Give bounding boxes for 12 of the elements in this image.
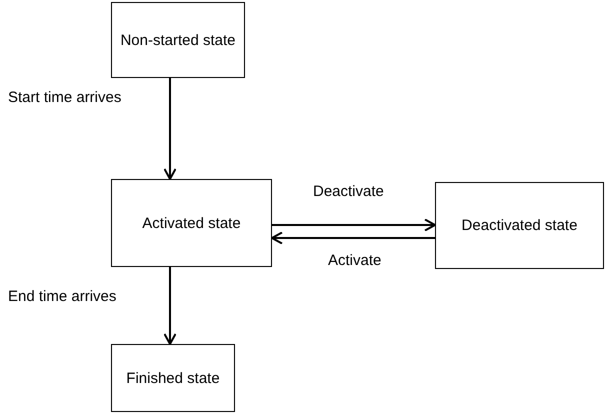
state-box (111, 2, 245, 78)
state-name: Non-started state (120, 32, 236, 48)
state-box (111, 179, 272, 267)
arrow (164, 78, 176, 180)
state-name: Deactivated state (462, 217, 578, 234)
state-box (435, 182, 604, 269)
state-name: Activated state (142, 214, 241, 232)
arrow (272, 218, 436, 232)
state-name: Finished state (126, 370, 220, 386)
arrow (164, 267, 176, 345)
state-box (111, 344, 235, 412)
arrow (271, 232, 435, 244)
